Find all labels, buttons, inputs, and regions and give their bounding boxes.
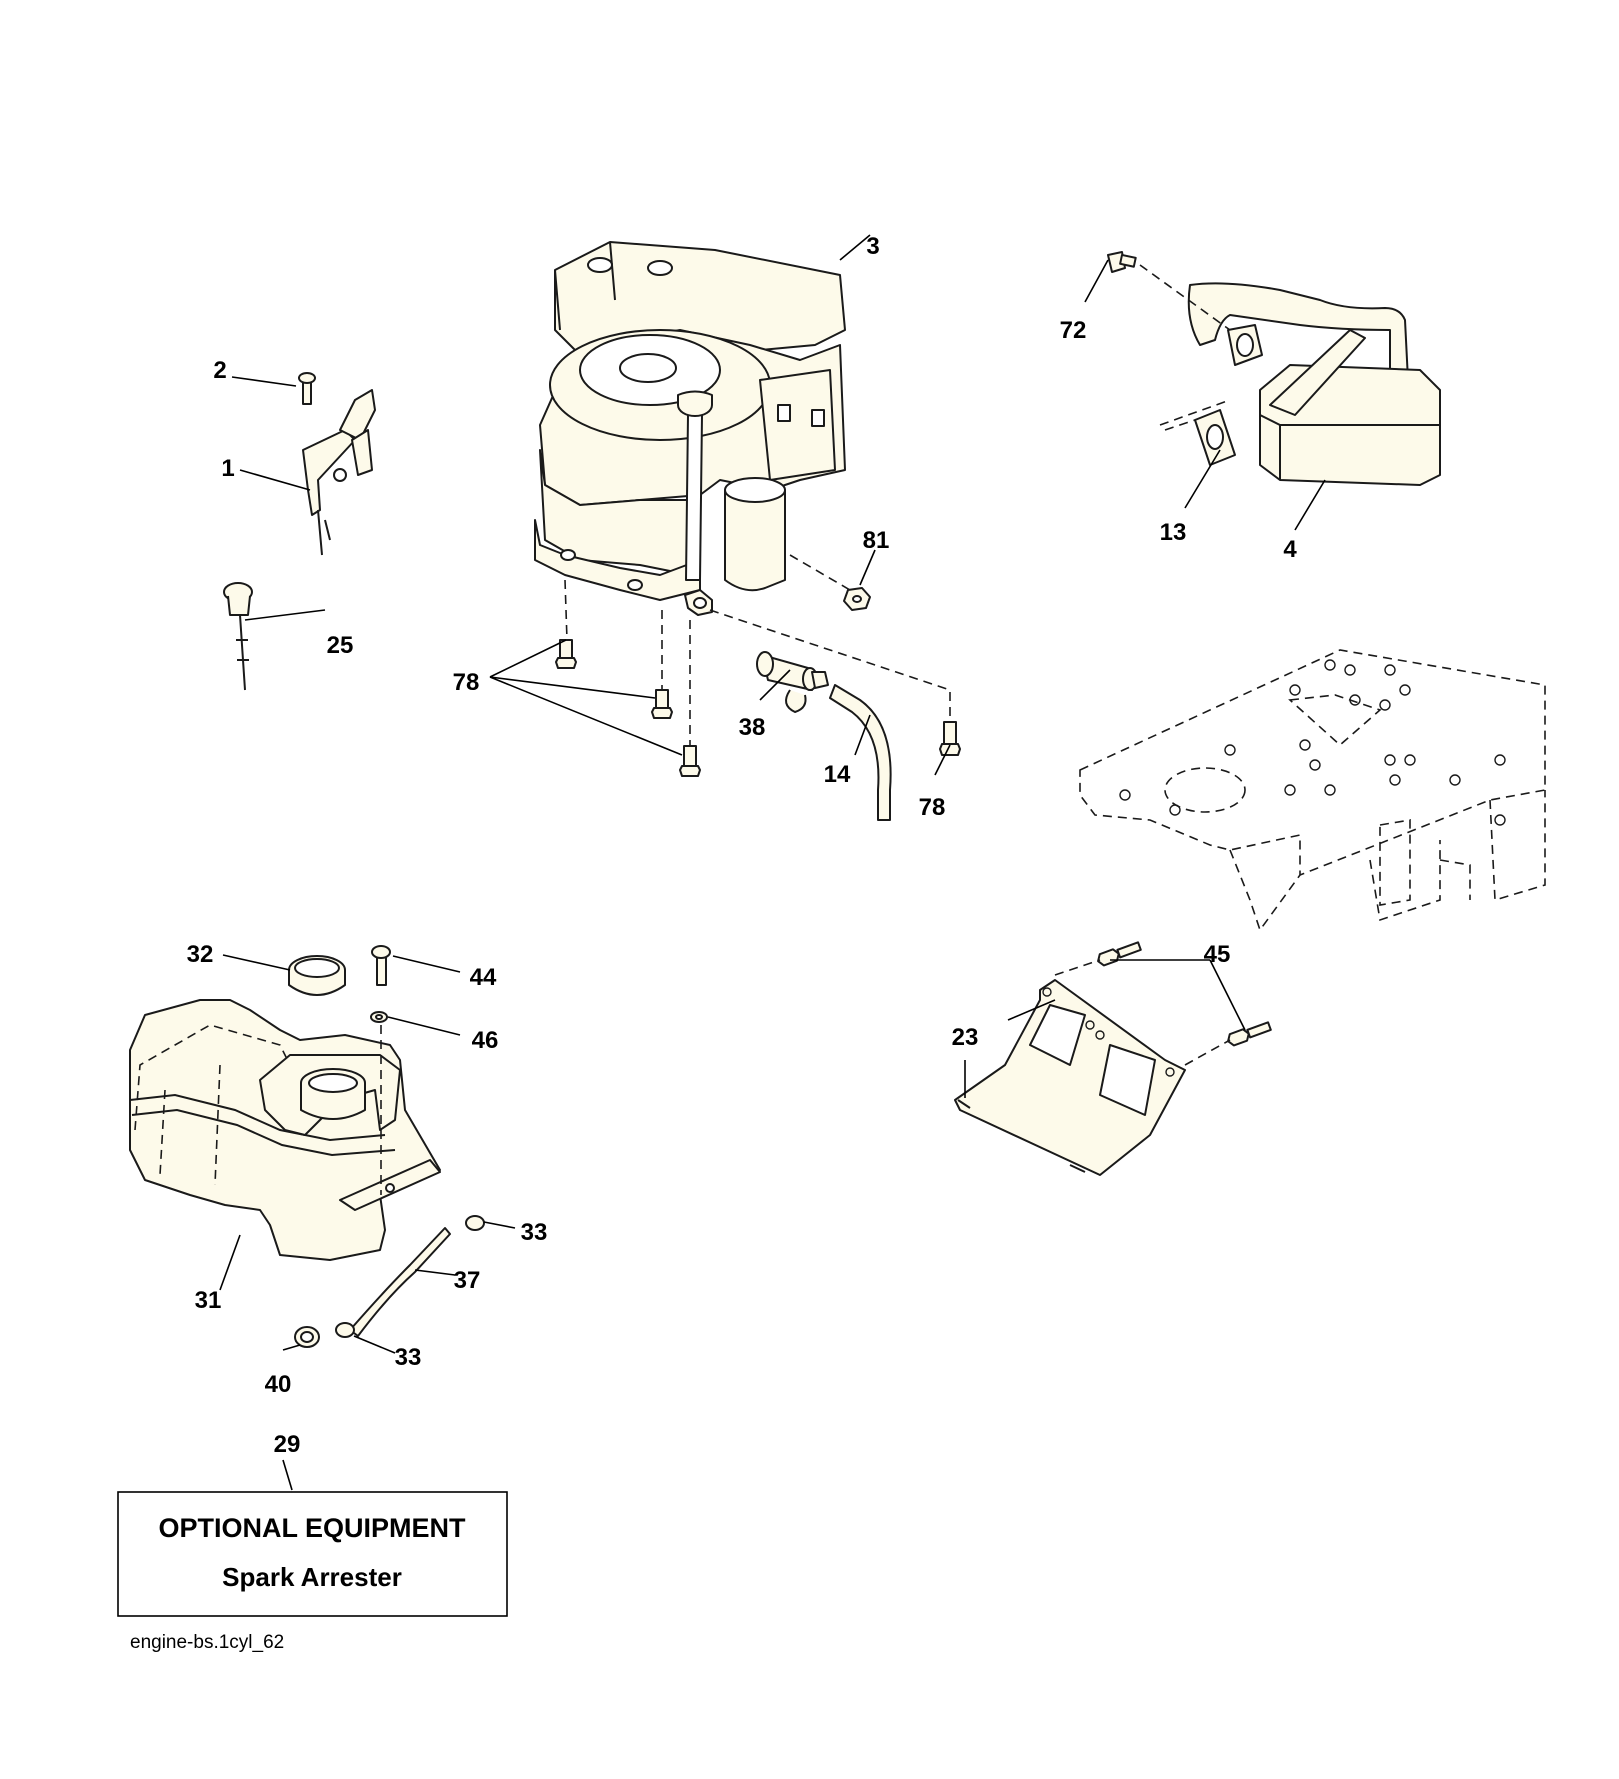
callout-72: 72 [1060, 317, 1087, 344]
callout-3: 3 [866, 233, 879, 260]
callout-78b: 78 [919, 794, 946, 821]
fuel-line-14 [829, 684, 892, 821]
callout-labels: 3 2 1 25 78 81 38 14 78 72 13 4 45 23 32… [187, 233, 1298, 1458]
leader-lines [219, 234, 1326, 1491]
figure-id: engine-bs.1cyl_62 [130, 1632, 284, 1653]
shield-bolts [1097, 941, 1272, 1047]
callout-14: 14 [824, 761, 851, 788]
throttle-control [298, 372, 376, 556]
callout-44: 44 [470, 964, 497, 991]
callout-32: 32 [187, 941, 214, 968]
nut-81 [843, 587, 871, 611]
frame-plate [1079, 649, 1546, 932]
fuel-filter [756, 651, 829, 713]
engine-assembly [534, 241, 846, 616]
fuel-tank [129, 945, 441, 1261]
optional-equipment-title: OPTIONAL EQUIPMENT [158, 1513, 466, 1543]
callout-33b: 33 [395, 1344, 422, 1371]
callout-4: 4 [1283, 536, 1297, 563]
callout-81: 81 [863, 527, 890, 554]
callout-31: 31 [195, 1287, 222, 1314]
callout-25: 25 [327, 632, 354, 659]
callout-46: 46 [472, 1027, 499, 1054]
callout-78a: 78 [453, 669, 480, 696]
callout-45: 45 [1204, 941, 1231, 968]
callout-13: 13 [1160, 519, 1187, 546]
optional-equipment-box: OPTIONAL EQUIPMENT Spark Arrester [117, 1491, 508, 1617]
callout-33a: 33 [521, 1219, 548, 1246]
callout-38: 38 [739, 714, 766, 741]
callout-29: 29 [274, 1431, 301, 1458]
optional-equipment-item: Spark Arrester [222, 1562, 402, 1592]
muffler-assembly [1107, 251, 1441, 486]
choke-control [223, 582, 253, 691]
fuel-hose-37 [294, 1215, 485, 1348]
callout-40: 40 [265, 1371, 292, 1398]
callout-37: 37 [454, 1267, 481, 1294]
callout-23: 23 [952, 1024, 979, 1051]
callout-1: 1 [221, 455, 234, 482]
shield-plate [954, 979, 1186, 1176]
callout-2: 2 [213, 357, 226, 384]
engine-mount-bolts [555, 639, 961, 777]
